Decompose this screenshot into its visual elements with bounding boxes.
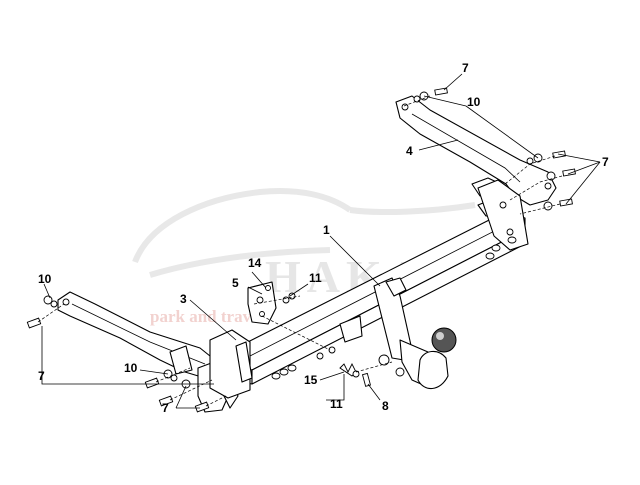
towball-assembly [373, 277, 457, 390]
alignment-lines [37, 95, 563, 407]
callout-11-upper: 11 [309, 271, 322, 285]
callout-labels: 7 10 4 7 1 14 5 11 10 3 10 7 7 15 11 8 [38, 61, 609, 415]
right-bracket-arm [395, 95, 557, 217]
callout-10-top: 10 [467, 95, 481, 109]
watermark-car-logo [132, 187, 476, 278]
callout-8: 8 [382, 399, 389, 413]
leader-lines [41, 73, 601, 409]
callout-15: 15 [304, 373, 318, 387]
watermark-tagline: park and travel [150, 307, 264, 326]
callout-7-left: 7 [38, 369, 45, 383]
callout-7-top: 7 [462, 61, 469, 75]
callout-7-right: 7 [602, 155, 609, 169]
electrical-socket-plate [247, 281, 277, 325]
callout-14: 14 [248, 256, 262, 270]
callout-1: 1 [323, 223, 330, 237]
callout-4: 4 [406, 144, 413, 158]
callout-7-bottom: 7 [162, 401, 169, 415]
callout-10-bottom: 10 [124, 361, 138, 375]
hardware-set [26, 87, 576, 413]
callout-5: 5 [232, 276, 239, 290]
callout-10-left: 10 [38, 272, 52, 286]
callout-3: 3 [180, 292, 187, 306]
callout-11-lower: 11 [330, 397, 343, 411]
